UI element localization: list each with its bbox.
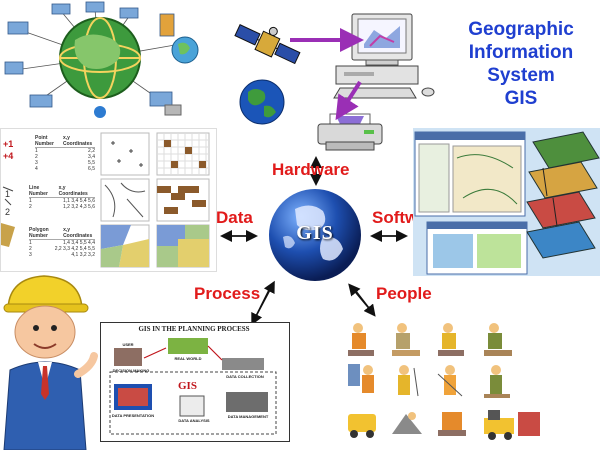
polygon-col-coords: x,y Coordinates (63, 227, 93, 239)
table-cell: 2 (29, 204, 32, 210)
gis-globe-icon (269, 189, 361, 281)
edge-label: +1 (3, 139, 14, 149)
satellite-icon (234, 24, 301, 65)
points-col-coords: x,y Coordinates (62, 135, 93, 147)
title-line-2: Information (468, 42, 574, 63)
table-cell: 1,2 3,2 4,3 5,6 (63, 204, 95, 210)
table-cell: 2 (35, 154, 38, 160)
table-cell: 1 (29, 240, 32, 246)
planning-data-presentation: DATA PRESENTATION (111, 413, 155, 418)
polygon-col-number: Polygon Number (29, 227, 49, 239)
gis-globe-label: GIS (296, 222, 334, 244)
table-cell: 3,4 (88, 154, 95, 160)
table-cell: 4 (35, 166, 38, 172)
people-icons-grid (348, 323, 540, 440)
table-cell: 3 (29, 252, 32, 258)
table-cell: 6,5 (88, 166, 95, 172)
diagram-title: Geographic Information System GIS (446, 18, 596, 110)
table-cell: 1 (35, 148, 38, 154)
polygon-table: Polygon Number x,y Coordinates 1 1,4 3,4 … (29, 227, 95, 258)
data-models-panel: Point Number x,y Coordinates 1 2,2 2 3,4 3… (0, 128, 217, 272)
planning-process-diagram (109, 338, 277, 435)
points-table: Point Number x,y Coordinates 1 2,2 2 3,4 3… (35, 135, 95, 172)
edge-label: +4 (3, 151, 14, 161)
title-line-4: GIS (504, 88, 538, 109)
table-cell: 1,4 3,4 5,5 4,4 (63, 240, 95, 246)
earth-icon (239, 79, 285, 125)
title-line-3: System (487, 65, 555, 86)
title-line-1: Geographic (468, 19, 574, 40)
table-cell: 1,1 3,4 5,4 5,6 (63, 198, 95, 204)
engineer-icon (3, 275, 98, 450)
label-data: Data (216, 208, 253, 227)
planning-data-management: DATA MANAGEMENT (227, 414, 269, 419)
computer-to-printer-arrow (335, 80, 362, 121)
lines-col-coords: x,y Coordinates (58, 185, 88, 197)
planning-data-collection: DATA COLLECTION (226, 374, 264, 379)
surveyor-figures (348, 323, 540, 440)
planning-title: GIS IN THE PLANNING PROCESS (138, 325, 250, 333)
software-screenshots (413, 128, 600, 276)
table-cell: 2,2 3,3 4,2 5,4 5,5 (54, 246, 95, 252)
table-cell: 2,2 (88, 148, 95, 154)
table-cell: 2 (29, 246, 32, 252)
lines-table: Line Number x,y Coordinates 1 1,1 3,4 5,4… (29, 185, 95, 210)
edge-label: 1 (5, 189, 11, 199)
planning-gis-label: GIS (178, 380, 197, 392)
planning-decision-making: DECISION MAKING (112, 368, 150, 373)
table-cell: 5,5 (88, 160, 95, 166)
table-cell: 3 (35, 160, 38, 166)
points-col-number: Point Number (35, 135, 54, 147)
label-hardware: Hardware (272, 160, 350, 179)
table-cell: 1 (29, 198, 32, 204)
label-people: People (376, 284, 432, 303)
edge-label: 2 (5, 207, 11, 217)
label-process: Process (194, 284, 261, 303)
planning-real-world: REAL WORLD (174, 356, 202, 361)
network-globe-icon (0, 0, 205, 122)
planning-user: USER (122, 342, 134, 347)
table-cell: 4,1 3,2 3,2 (71, 252, 95, 258)
vector-raster-examples (1, 132, 210, 268)
lines-col-number: Line Number (29, 185, 48, 197)
planning-data-analysis: DATA ANALYSIS (178, 418, 210, 423)
